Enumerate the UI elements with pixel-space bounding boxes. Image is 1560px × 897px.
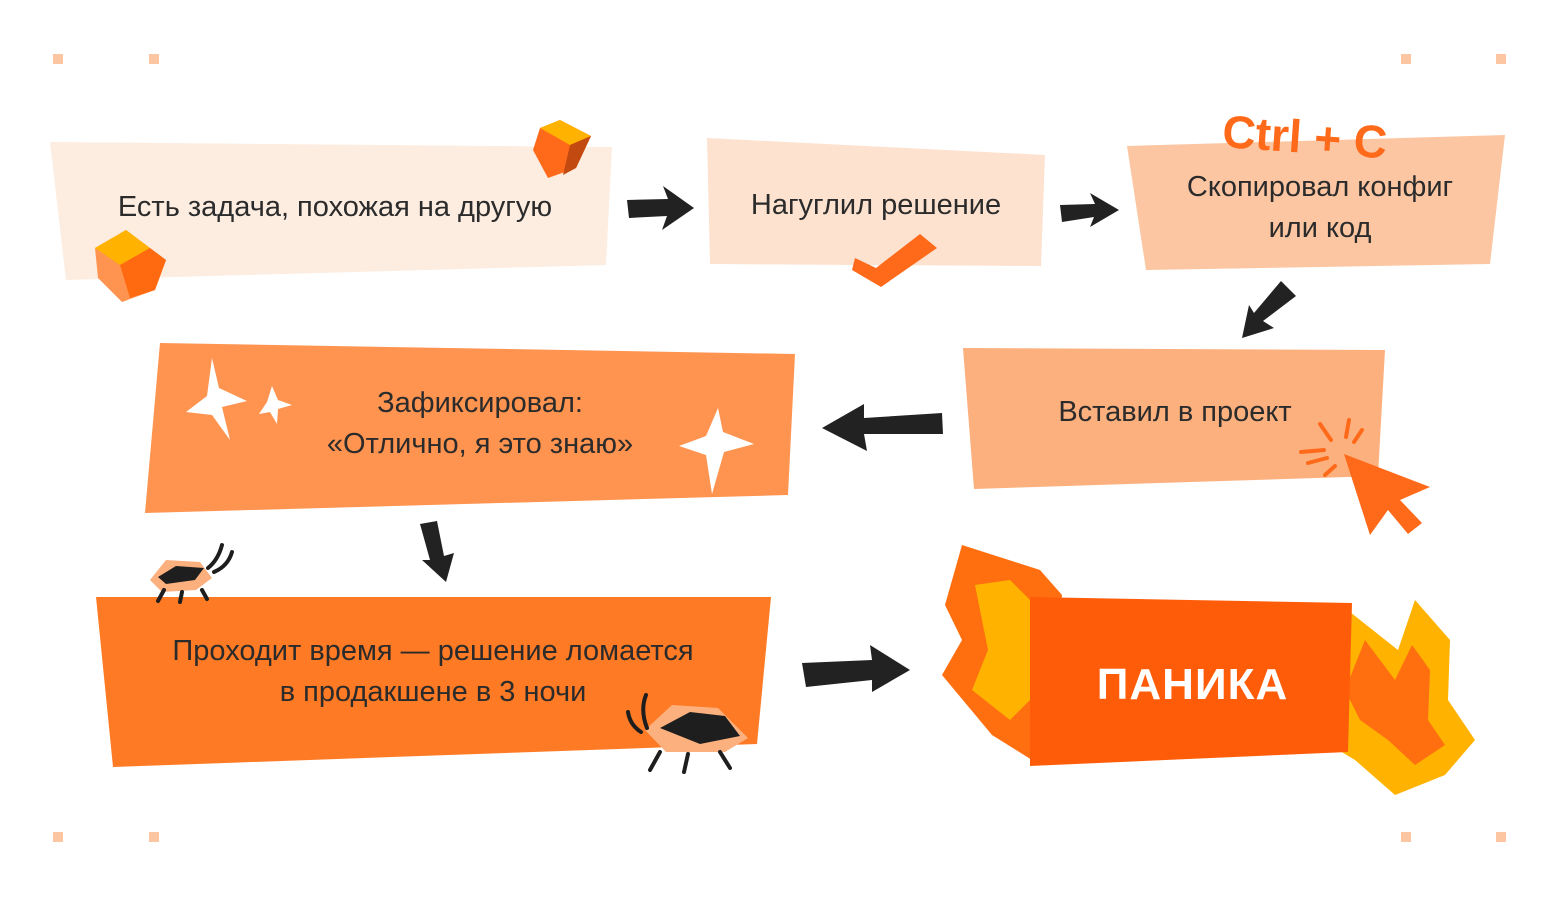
arrow-icon-2-3 <box>1060 193 1119 227</box>
step-2-line-1: Нагуглил решение <box>750 189 1002 221</box>
bug-icon-bottom <box>626 693 748 774</box>
step-5-box <box>145 343 795 513</box>
sparkle-icon-large <box>186 358 247 440</box>
step-5-label: Зафиксировал: «Отлично, я это знаю» <box>270 382 690 466</box>
sparkle-icon-group <box>186 358 754 494</box>
step-6-line-1: Проходит время — решение ломается <box>172 635 694 667</box>
arrow-icon-3-4 <box>1242 281 1296 338</box>
step-2-label: Нагуглил решение <box>707 178 1045 233</box>
arrow-icon-5-6 <box>420 521 454 582</box>
cursor-icon <box>1299 418 1430 535</box>
step-1-box <box>50 142 612 280</box>
step-4-box <box>963 348 1385 489</box>
sparkle-icon-small <box>259 386 292 424</box>
cube-icon-bottom <box>95 230 166 302</box>
cube-icon-top <box>533 120 591 178</box>
checkmark-icon <box>852 234 937 287</box>
step-3-label: Скопировал конфиг или код <box>1135 166 1505 250</box>
step-5-line-1: Зафиксировал: <box>377 387 583 419</box>
arrow-icon-4-5 <box>822 404 943 451</box>
step-6-line-2: в продакшене в 3 ночи <box>279 676 587 708</box>
step-6-label: Проходит время — решение ломается в прод… <box>100 630 766 714</box>
bug-icon-top <box>150 543 234 604</box>
corner-marks <box>53 54 1506 842</box>
panic-box <box>1030 597 1352 766</box>
panic-label: ПАНИКА <box>1096 660 1289 709</box>
step-3-box <box>1127 135 1505 270</box>
arrow-icon-6-7 <box>802 645 910 692</box>
step-3-line-2: или код <box>1268 212 1372 244</box>
step-4-line-1: Вставил в проект <box>1058 396 1292 428</box>
step-3-line-1: Скопировал конфиг <box>1186 171 1454 203</box>
ctrl-c-annotation: Ctrl + C <box>1220 105 1389 169</box>
step-6-box <box>96 597 771 767</box>
arrow-icon-1-2 <box>627 186 694 230</box>
step-4-label: Вставил в проект <box>965 385 1385 440</box>
step-1-label: Есть задача, похожая на другую <box>60 180 610 235</box>
step-5-line-2: «Отлично, я это знаю» <box>326 428 634 460</box>
sparkle-icon-right <box>679 408 754 494</box>
step-1-line-1: Есть задача, похожая на другую <box>117 191 553 223</box>
step-2-box <box>707 138 1045 266</box>
